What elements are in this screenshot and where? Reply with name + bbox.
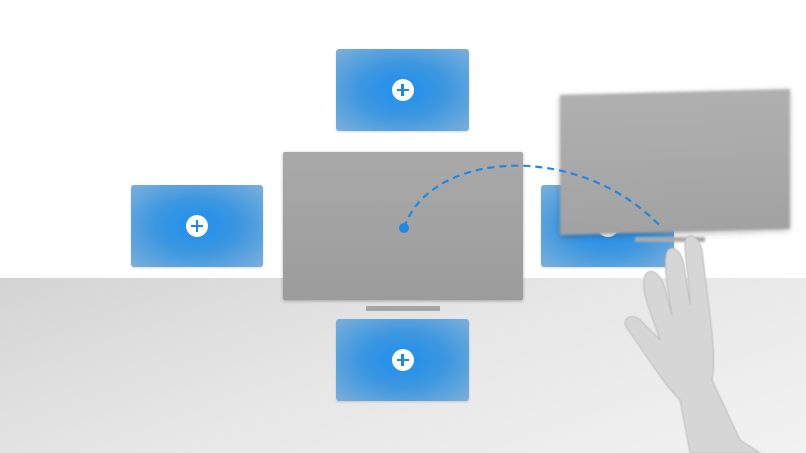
add-display-bottom[interactable] [336, 319, 469, 401]
plus-icon [391, 79, 414, 101]
plus-icon [391, 349, 414, 371]
plus-icon [186, 215, 208, 237]
monitor-stand [366, 306, 440, 311]
hand-icon [624, 235, 761, 453]
dragged-monitor-stand [635, 237, 705, 242]
drag-origin-dot [399, 223, 409, 233]
add-display-left[interactable] [131, 185, 263, 267]
add-display-top[interactable] [336, 49, 469, 131]
